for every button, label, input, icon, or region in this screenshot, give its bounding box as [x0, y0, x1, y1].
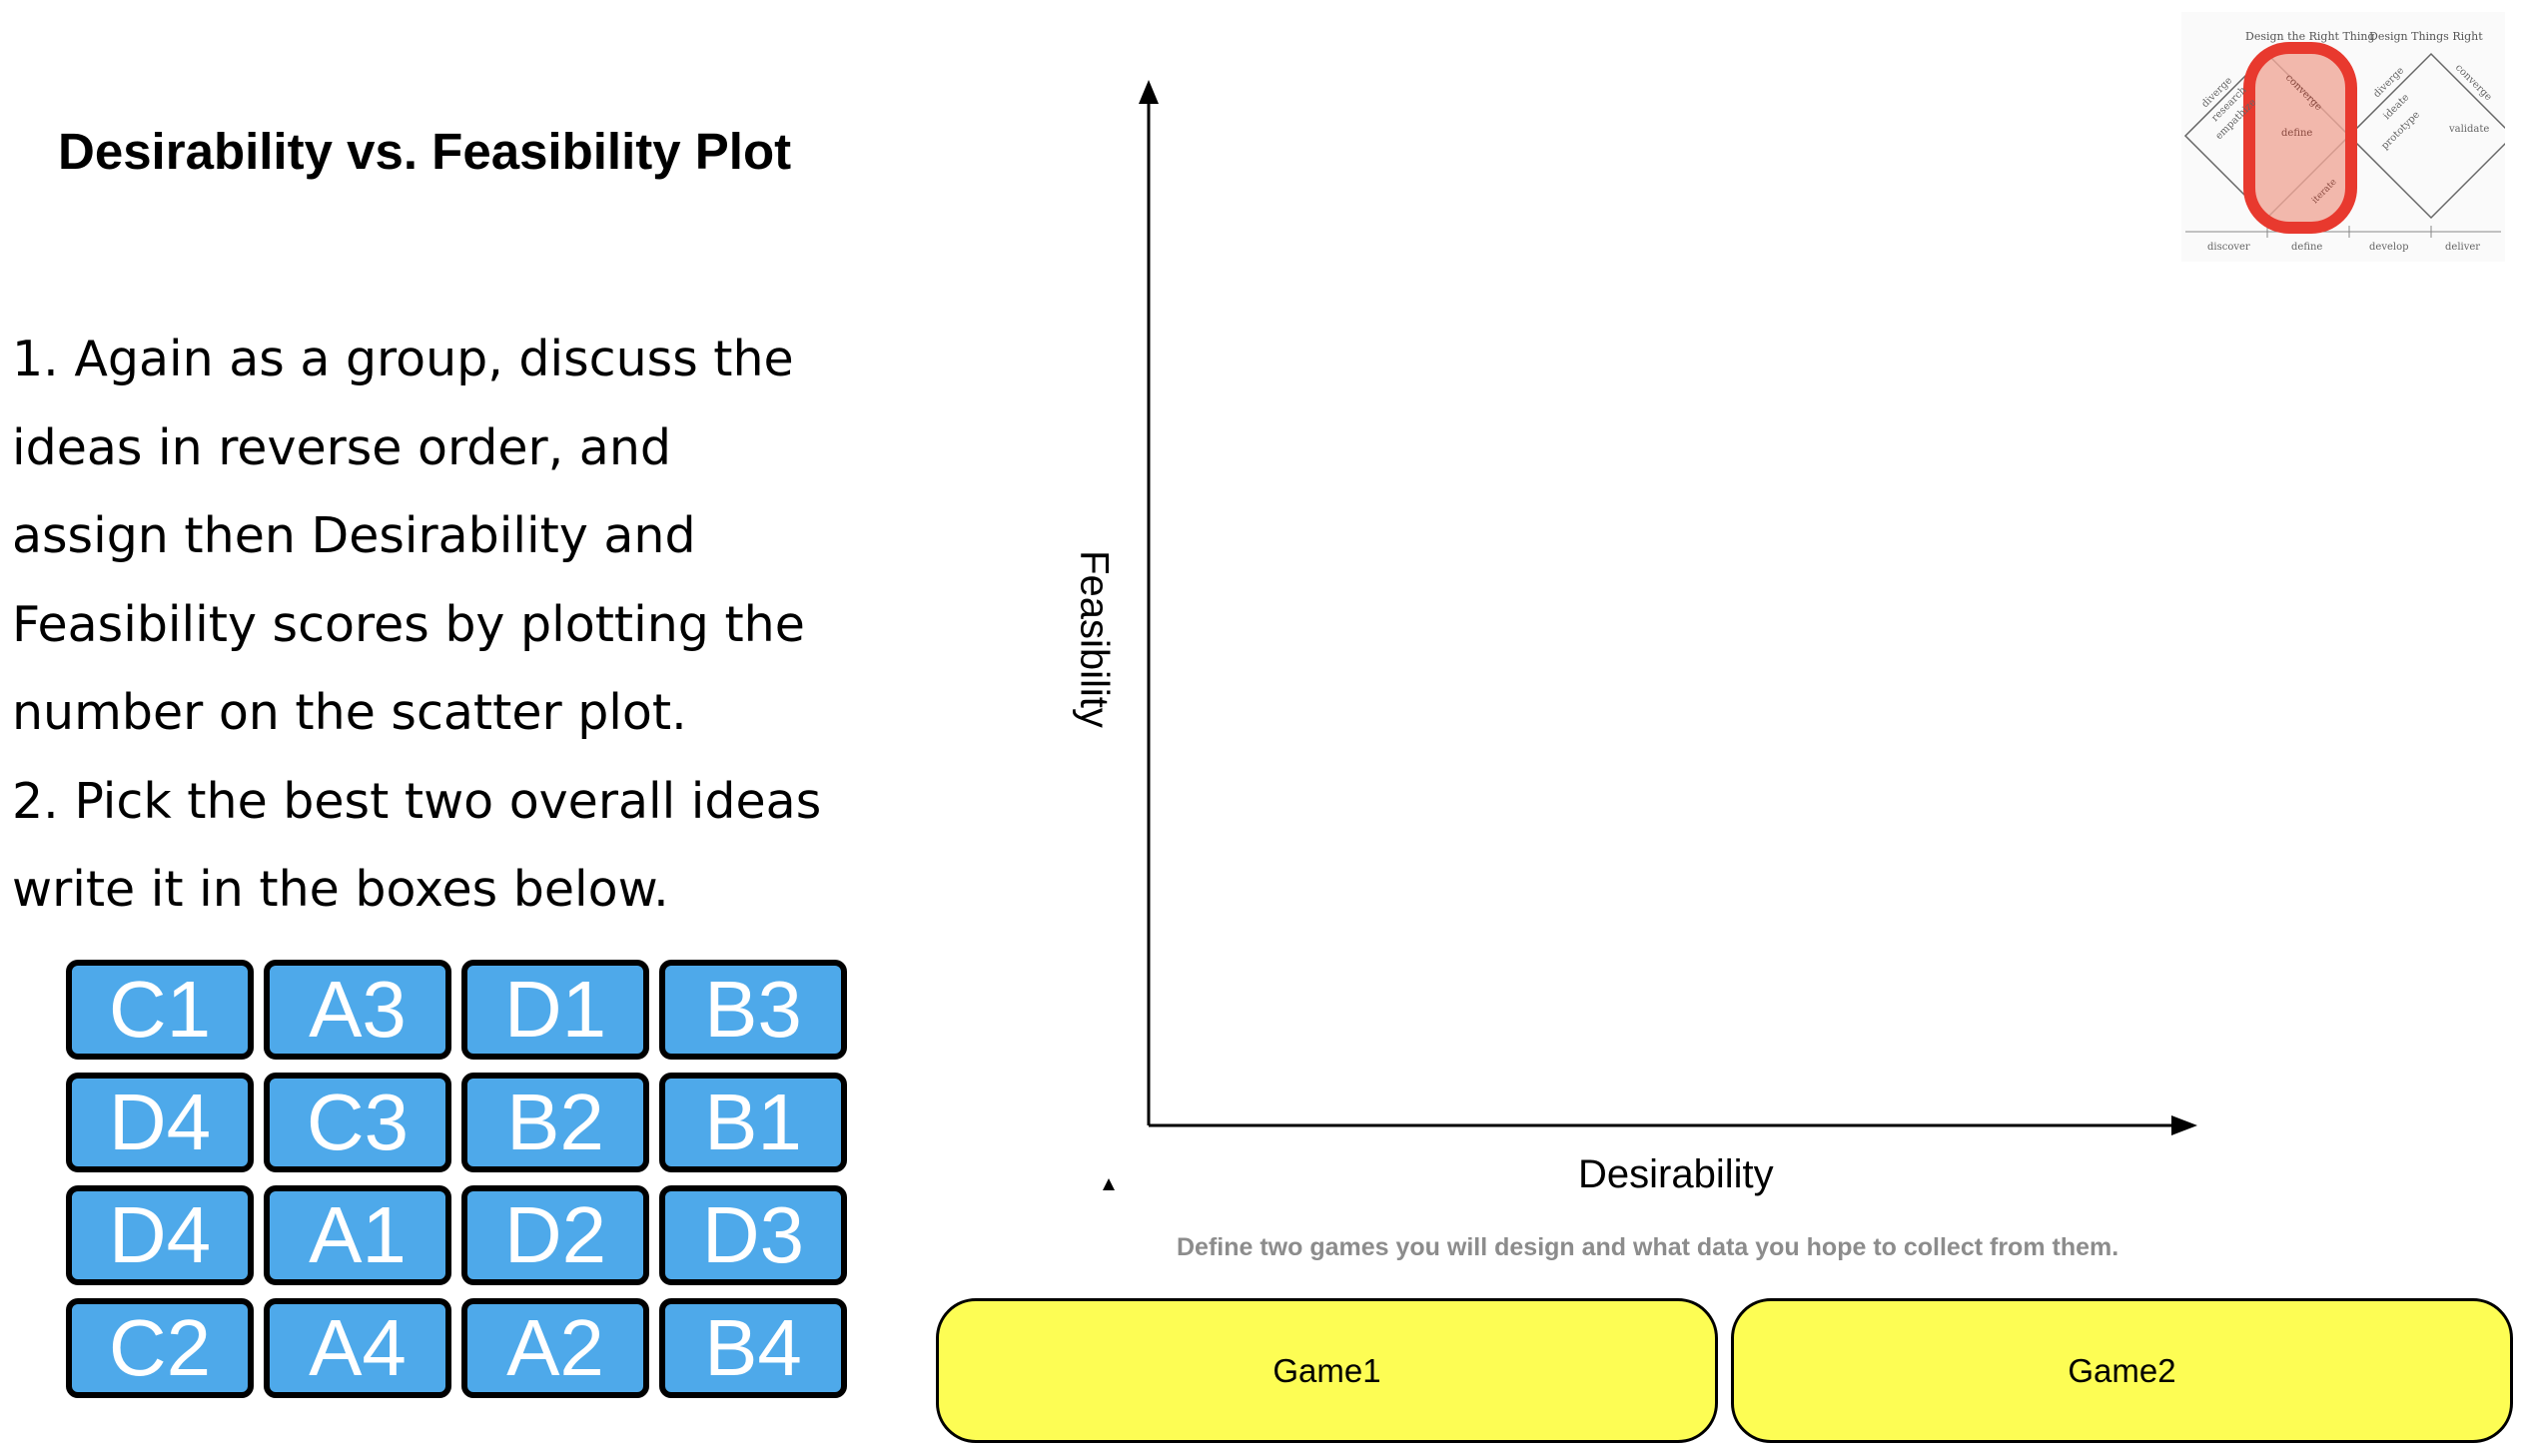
- game2-label: Game2: [2068, 1351, 2176, 1389]
- thumb-word: define: [2281, 128, 2312, 139]
- idea-tile[interactable]: B2: [461, 1073, 649, 1172]
- instruction-line: 2. Pick the best two overall ideas: [12, 772, 822, 830]
- instruction-line: write it in the boxes below.: [12, 861, 669, 918]
- game1-box[interactable]: Game1: [936, 1298, 1718, 1443]
- idea-tiles: C1 A3 D1 B3 D4 C3 B2 B1 D4 A1 D2 D3 C2 A…: [66, 960, 847, 1398]
- idea-tile[interactable]: D1: [461, 960, 649, 1060]
- idea-tile[interactable]: A3: [264, 960, 451, 1060]
- thumb-phase: deliver: [2445, 242, 2480, 253]
- game2-box[interactable]: Game2: [1731, 1298, 2513, 1443]
- idea-tile[interactable]: A2: [461, 1298, 649, 1398]
- thumb-phase: discover: [2207, 242, 2250, 253]
- x-axis-label: Desirability: [1578, 1152, 1774, 1196]
- idea-tile[interactable]: D2: [461, 1185, 649, 1285]
- instruction-line: assign then Desirability and: [12, 507, 696, 564]
- double-diamond-thumbnail: Design the Right Thing Design Things Rig…: [2181, 12, 2505, 262]
- thumb-heading-right: Design Things Right: [2369, 30, 2483, 43]
- instructions: 1. Again as a group, discuss the ideas i…: [12, 316, 841, 935]
- idea-tile[interactable]: C3: [264, 1073, 451, 1172]
- idea-tile[interactable]: B1: [659, 1073, 847, 1172]
- instruction-line: ideas in reverse order, and: [12, 418, 671, 476]
- idea-tile[interactable]: A1: [264, 1185, 451, 1285]
- idea-tile[interactable]: B3: [659, 960, 847, 1060]
- idea-tile[interactable]: D4: [66, 1073, 254, 1172]
- define-games-note: Define two games you will design and wha…: [1177, 1233, 2119, 1261]
- instruction-line: number on the scatter plot.: [12, 684, 687, 741]
- x-axis-arrow: [2171, 1115, 2197, 1135]
- small-triangle-marker: [1103, 1178, 1115, 1190]
- thumb-word: validate: [2448, 124, 2489, 135]
- game1-label: Game1: [1272, 1351, 1381, 1389]
- idea-tile[interactable]: C2: [66, 1298, 254, 1398]
- highlight-region: [2243, 42, 2357, 234]
- instruction-line: Feasibility scores by plotting the: [12, 595, 805, 653]
- right-diamond: [2347, 52, 2505, 220]
- y-axis-label: Feasibility: [1072, 550, 1117, 728]
- thumb-phase: define: [2291, 242, 2322, 253]
- idea-tile[interactable]: B4: [659, 1298, 847, 1398]
- thumb-heading-left: Design the Right Thing: [2245, 30, 2375, 43]
- y-axis-arrow: [1139, 80, 1159, 104]
- idea-tile[interactable]: A4: [264, 1298, 451, 1398]
- instruction-line: 1. Again as a group, discuss the: [12, 331, 794, 387]
- idea-tile[interactable]: D4: [66, 1185, 254, 1285]
- page-title: Desirability vs. Feasibility Plot: [58, 123, 792, 180]
- thumb-phase: develop: [2369, 242, 2409, 253]
- idea-tile[interactable]: D3: [659, 1185, 847, 1285]
- idea-tile[interactable]: C1: [66, 960, 254, 1060]
